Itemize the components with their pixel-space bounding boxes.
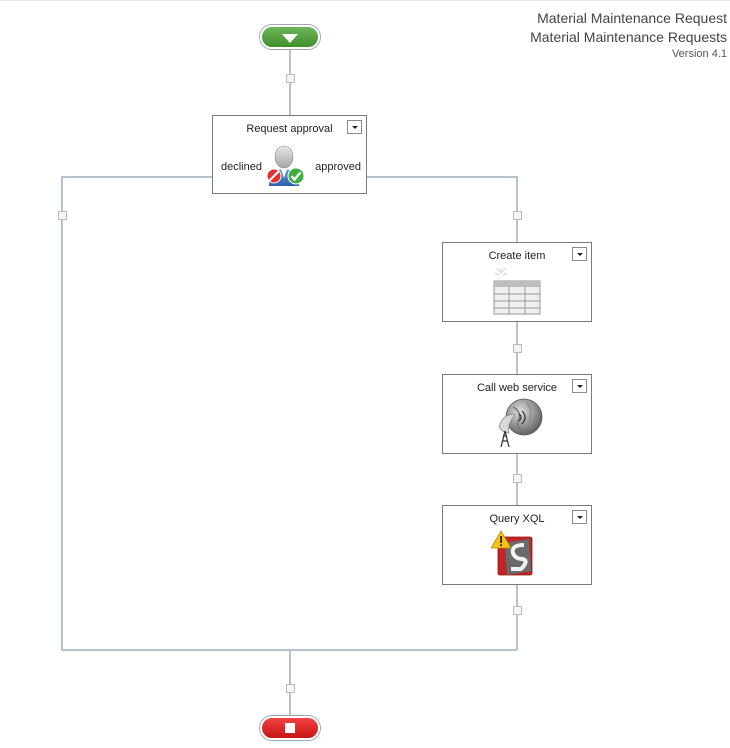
workflow-title: Material Maintenance Request [537,10,727,26]
drop-connector[interactable] [513,344,522,353]
workflow-version: Version 4.1 [671,48,727,60]
action-title: Call web service [476,382,558,394]
xql-warning-icon [491,530,533,576]
end-node[interactable] [260,716,320,740]
stop-square-icon [285,723,295,733]
action-menu-dropdown[interactable] [572,247,587,261]
action-title: Create item [488,250,546,262]
action-request-approval[interactable]: Request approval declined approved [212,115,367,194]
workflow-header: Material Maintenance Request Material Ma… [530,9,727,62]
start-arrow-icon [282,34,298,43]
workflow-list-name: Material Maintenance Requests [530,29,727,45]
drop-connector[interactable] [513,474,522,483]
action-menu-dropdown[interactable] [572,379,587,393]
drop-connector[interactable] [513,606,522,615]
list-item-icon [493,267,541,315]
action-menu-dropdown[interactable] [572,510,587,524]
drop-connector[interactable] [513,211,522,220]
branch-label-declined: declined [221,161,262,173]
action-call-web-service[interactable]: Call web service [442,374,592,454]
approval-user-icon [266,145,305,186]
action-create-item[interactable]: Create item [442,242,592,322]
action-title: Query XQL [489,513,545,525]
drop-connector[interactable] [286,684,295,693]
drop-connector[interactable] [286,74,295,83]
action-query-xql[interactable]: Query XQL [442,505,592,585]
drop-connector[interactable] [58,211,67,220]
action-title: Request approval [246,123,333,135]
top-border [0,0,730,1]
start-node[interactable] [260,25,320,49]
action-menu-dropdown[interactable] [347,120,362,134]
satellite-globe-icon [498,398,543,448]
branch-label-approved: approved [315,161,361,173]
